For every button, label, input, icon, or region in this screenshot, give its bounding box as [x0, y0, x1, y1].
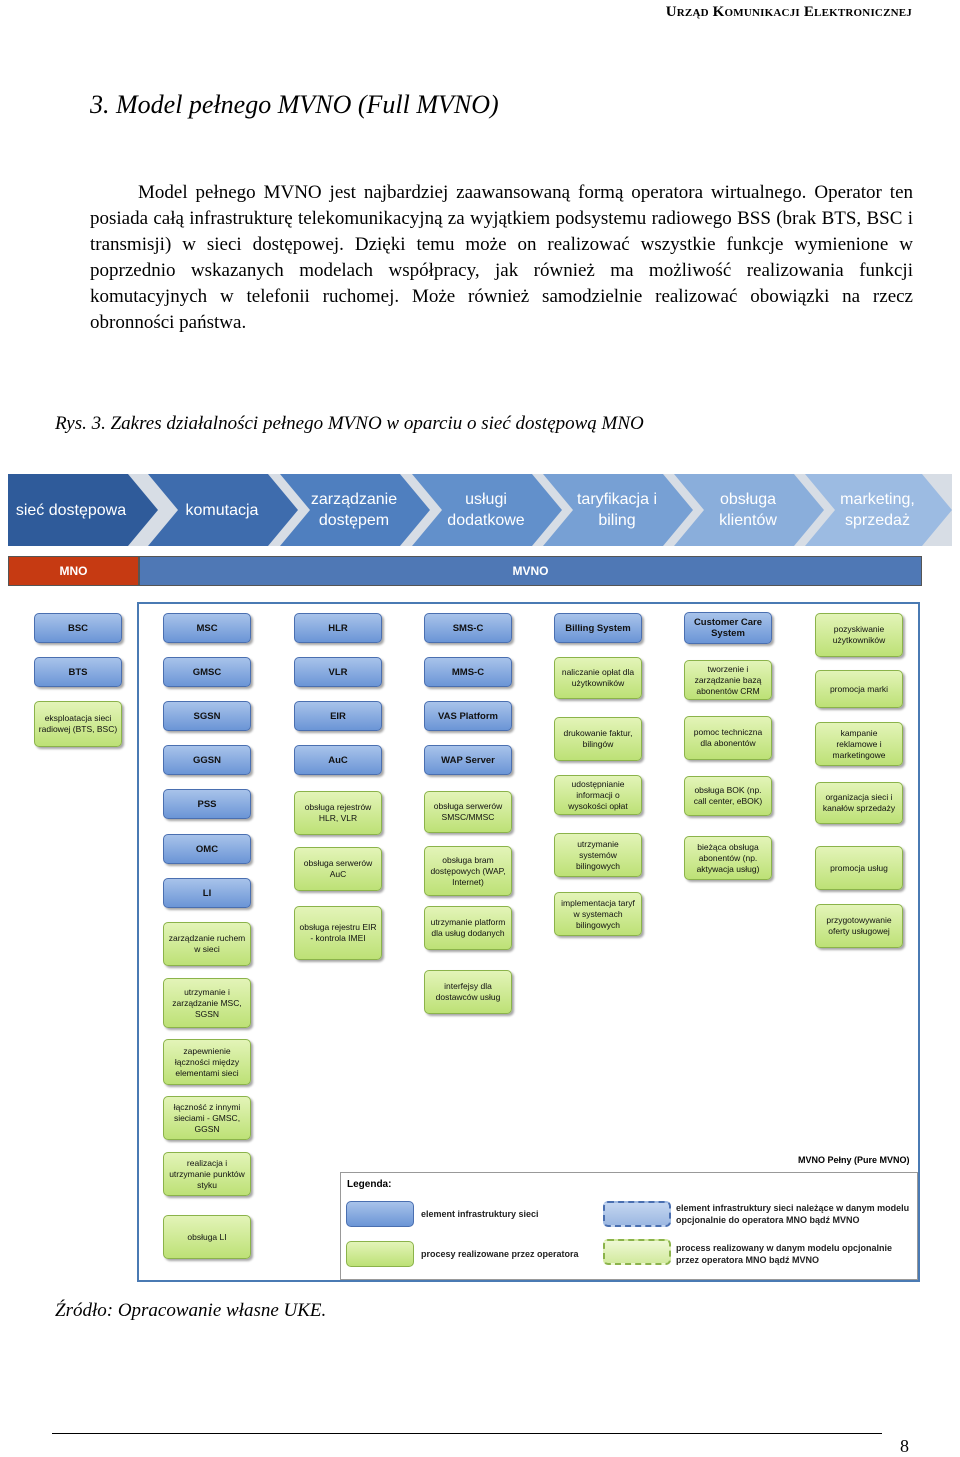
- page-number: 8: [900, 1436, 909, 1456]
- legend-label: procesy realizowane przez operatora: [421, 1249, 579, 1259]
- infrastructure-element-box: MSC: [163, 613, 251, 643]
- legend-label: element infrastruktury sieci: [421, 1209, 539, 1219]
- operator-process-box: naliczanie opłat dla użytkowników: [554, 657, 642, 699]
- mvno-label: MVNO: [139, 556, 922, 586]
- infrastructure-element-box: VAS Platform: [424, 701, 512, 731]
- figure-source: Źródło: Opracowanie własne UKE.: [55, 1300, 327, 1321]
- section-title: 3. Model pełnego MVNO (Full MVNO): [90, 90, 499, 119]
- operator-process-box: drukowanie faktur, bilingów: [554, 717, 642, 761]
- operator-process-box: udostępnianie informacji o wysokości opł…: [554, 775, 642, 815]
- operator-process-box: utrzymanie platform dla usług dodanych: [424, 906, 512, 950]
- infrastructure-element-box: PSS: [163, 789, 251, 819]
- operator-process-box: pozyskiwanie użytkowników: [815, 613, 903, 657]
- mvno-scope-panel: [137, 602, 920, 1282]
- stage-chevron: taryfikacja i biling: [543, 474, 693, 546]
- operator-process-box: eksploatacja sieci radiowej (BTS, BSC): [34, 701, 122, 747]
- mno-label: MNO: [8, 556, 139, 586]
- operator-process-box: interfejsy dla dostawców usług: [424, 970, 512, 1014]
- operator-process-box: promocja marki: [815, 670, 903, 708]
- infrastructure-element-box: LI: [163, 878, 251, 908]
- legend: Legenda: element infrastruktury sieci pr…: [340, 1172, 918, 1280]
- legend-title: Legenda:: [347, 1179, 392, 1190]
- operator-row: MNO MVNO: [8, 556, 922, 586]
- operator-process-box: obsługa LI: [163, 1215, 251, 1259]
- infrastructure-element-box: GGSN: [163, 745, 251, 775]
- operator-process-box: obsługa rejestrów HLR, VLR: [294, 791, 382, 835]
- operator-process-box: utrzymanie i zarządzanie MSC, SGSN: [163, 978, 251, 1028]
- operator-process-box: promocja usług: [815, 846, 903, 890]
- operator-process-box: obsługa serwerów AuC: [294, 847, 382, 891]
- legend-swatch-green-dashed: [603, 1239, 671, 1265]
- legend-label: process realizowany w danym modelu opcjo…: [676, 1243, 893, 1265]
- stage-chevron: sieć dostępowa: [8, 474, 158, 546]
- operator-process-box: kampanie reklamowe i marketingowe: [815, 722, 903, 766]
- operator-process-box: organizacja sieci i kanałów sprzedaży: [815, 782, 903, 824]
- operator-process-box: obsługa rejestru EIR - kontrola IMEI: [294, 906, 382, 960]
- infrastructure-element-box: SGSN: [163, 701, 251, 731]
- infrastructure-element-box: WAP Server: [424, 745, 512, 775]
- legend-swatch-blue: [346, 1201, 414, 1227]
- legend-swatch-green: [346, 1241, 414, 1267]
- infrastructure-element-box: MMS-C: [424, 657, 512, 687]
- diagram-boxes: BSC BTS eksploatacja sieci radiowej (BTS, …: [34, 612, 903, 1259]
- infrastructure-element-box: EIR: [294, 701, 382, 731]
- operator-process-box: łączność z innymi sieciami - GMSC, GGSN: [163, 1096, 251, 1140]
- infrastructure-element-box: HLR: [294, 613, 382, 643]
- infrastructure-element-box: BTS: [34, 657, 122, 687]
- running-header: Urząd Komunikacji Elektronicznej: [665, 4, 912, 20]
- legend-label: element infrastruktury sieci należące w …: [676, 1203, 910, 1225]
- operator-process-box: zapewnienie łączności między elementami …: [163, 1039, 251, 1085]
- operator-process-box: implementacja taryf w systemach bilingow…: [554, 892, 642, 936]
- model-tag: MVNO Pełny (Pure MVNO): [798, 1155, 910, 1165]
- operator-process-box: przygotowywanie oferty usługowej: [815, 904, 903, 948]
- infrastructure-element-box: AuC: [294, 745, 382, 775]
- legend-swatch-blue-dashed: [603, 1201, 671, 1227]
- infrastructure-element-box: BSC: [34, 613, 122, 643]
- body-paragraph: Model pełnego MVNO jest najbardziej zaaw…: [90, 182, 913, 333]
- operator-process-box: realizacja i utrzymanie punktów styku: [163, 1152, 251, 1196]
- operator-process-box: pomoc techniczna dla abonentów: [684, 716, 772, 760]
- operator-process-box: bieżąca obsługa abonentów (np. aktywacja…: [684, 836, 772, 880]
- footer-rule: [52, 1433, 882, 1434]
- infrastructure-element-box: GMSC: [163, 657, 251, 687]
- infrastructure-element-box: SMS-C: [424, 613, 512, 643]
- operator-process-box: obsługa serwerów SMSC/MMSC: [424, 791, 512, 833]
- operator-process-box: utrzymanie systemów bilingowych: [554, 833, 642, 877]
- infrastructure-element-box: VLR: [294, 657, 382, 687]
- infrastructure-element-box: OMC: [163, 834, 251, 864]
- operator-process-box: zarządzanie ruchem w sieci: [163, 922, 251, 966]
- infrastructure-element-box: Billing System: [554, 613, 642, 643]
- operator-process-box: tworzenie i zarządzanie bazą abonentów C…: [684, 660, 772, 700]
- operator-process-box: obsługa bram dostępowych (WAP, Internet): [424, 846, 512, 896]
- operator-process-box: obsługa BOK (np. call center, eBOK): [684, 776, 772, 816]
- figure-caption: Rys. 3. Zakres działalności pełnego MVNO…: [55, 413, 644, 434]
- infrastructure-element-box: Customer Care System: [684, 612, 772, 644]
